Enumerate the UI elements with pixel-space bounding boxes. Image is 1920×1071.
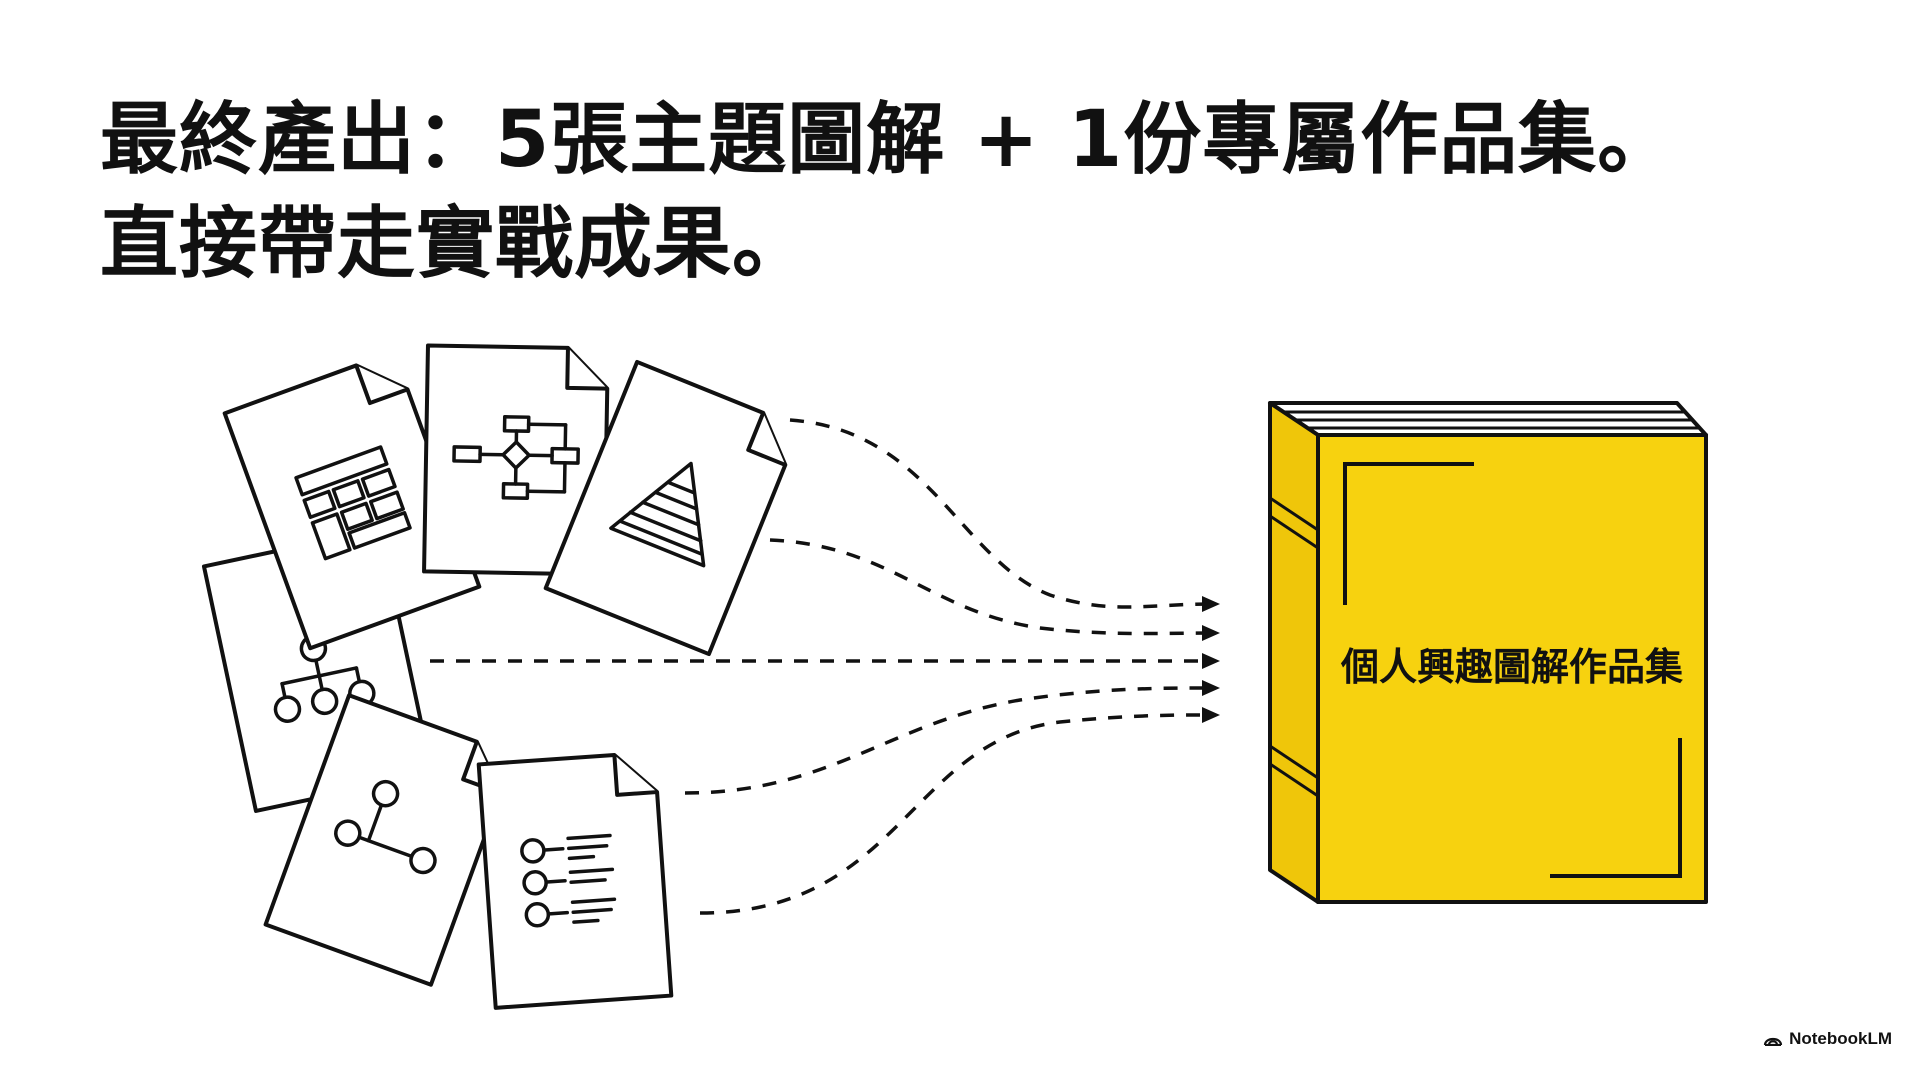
notebooklm-logo-icon [1763,1037,1783,1046]
bullet-list-icon [520,833,617,928]
flow-arrow [699,713,1211,915]
arrow-head [1202,596,1220,612]
pyramid-icon [609,461,706,568]
arrow-head [1202,680,1220,696]
arrow-head [1202,653,1220,669]
flow-arrow [789,418,1211,609]
table-grid-icon [294,445,412,561]
flow-arrows [430,418,1220,915]
flow-arrow [684,686,1211,795]
flow-arrow [769,538,1211,636]
document-pyramid [543,359,788,657]
cover-corner-decoration [1343,462,1474,605]
book-cover [1316,433,1708,904]
headline: 最終產出：5張主題圖解 + 1份專屬作品集。 直接帶走實戰成果。 [100,88,1676,296]
document-flowchart [422,343,610,577]
arrow-head [1202,707,1220,723]
portfolio-book: 個人興趣圖解作品集 [1268,401,1708,904]
brand: NotebookLM [1763,1029,1892,1049]
headline-line-2: 直接帶走實戰成果。 [100,199,812,289]
cover-corner-decoration [1550,738,1682,878]
book-spine [1268,401,1320,904]
book-title: 個人興趣圖解作品集 [1340,645,1683,689]
node-graph-icon [334,779,437,875]
arrow-head [1202,625,1220,641]
headline-line-1: 最終產出：5張主題圖解 + 1份專屬作品集。 [100,95,1677,185]
flowchart-icon [452,415,580,500]
brand-name: NotebookLM [1789,1029,1892,1048]
document-table-grid [222,363,482,651]
document-bullet-list [476,752,674,1010]
